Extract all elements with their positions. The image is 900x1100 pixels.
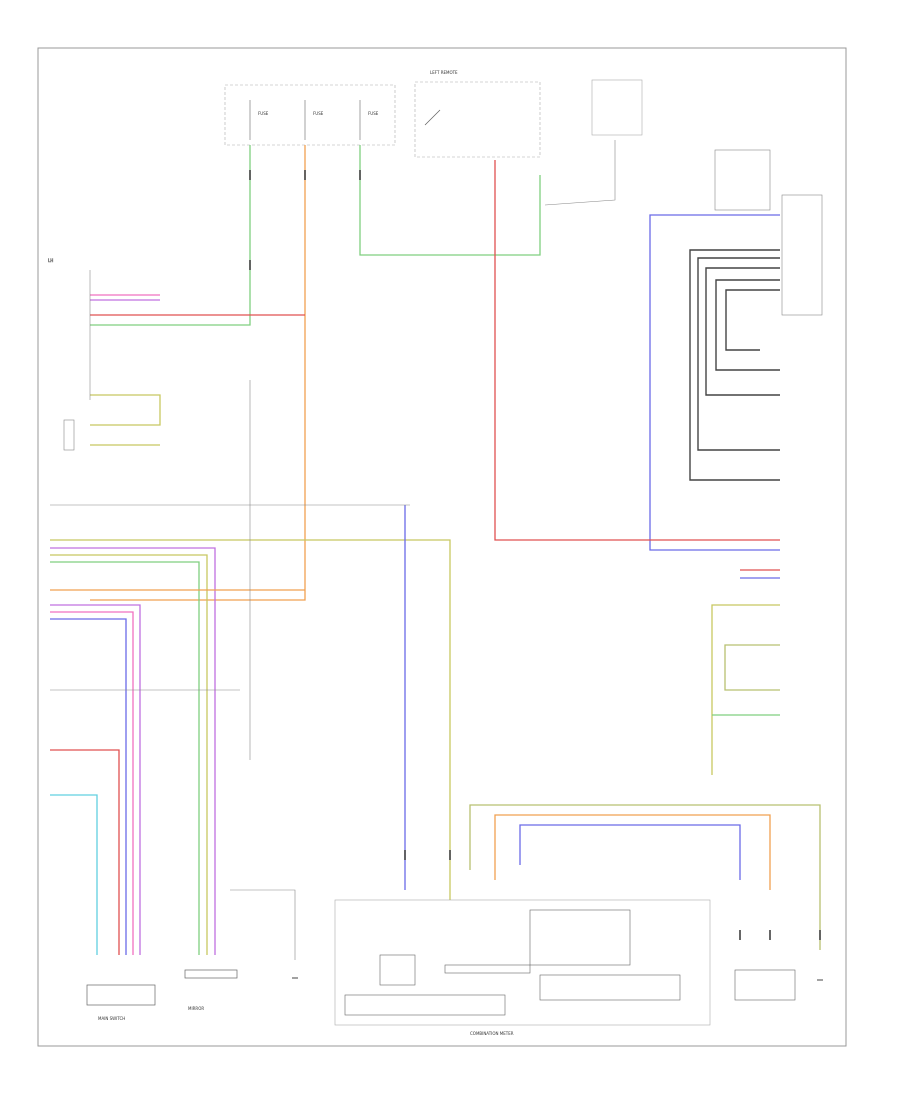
right-connector-block xyxy=(714,149,823,316)
wire-violet-left xyxy=(50,604,141,955)
wire-pink-left xyxy=(50,611,134,955)
wire-violet-long xyxy=(50,547,216,955)
wire-green-2 xyxy=(359,145,541,256)
fuse-box: FUSE FUSE FUSE xyxy=(224,84,396,146)
wire-yellow-1 xyxy=(90,394,161,426)
right-mirror-box xyxy=(734,969,796,1001)
mirror-relay-box: LEFT REMOTE xyxy=(414,70,541,158)
svg-text:LH: LH xyxy=(48,258,53,263)
relay-label: LEFT REMOTE xyxy=(430,70,458,75)
wire-olive-right xyxy=(724,644,780,691)
wire-red-left xyxy=(50,749,120,955)
left-switch xyxy=(63,419,75,451)
dcu-inner-1 xyxy=(344,994,506,1016)
terminal-marks xyxy=(249,170,821,940)
wire-yellow-right xyxy=(711,604,780,775)
main-switch-box xyxy=(86,984,156,1006)
wire-orange-bottom xyxy=(494,814,771,890)
door-control-unit-box xyxy=(334,899,711,1026)
mirror-switch-label: MIRROR xyxy=(188,1006,204,1011)
dcu-inner-4 xyxy=(379,954,416,986)
wire-green-1 xyxy=(90,145,251,326)
dcu-inner-3 xyxy=(529,909,631,966)
wire-olive-bottom xyxy=(469,804,821,950)
thin-lines xyxy=(50,140,616,960)
left-connector: LH xyxy=(48,258,91,400)
wires xyxy=(50,145,821,955)
comb-label: COMBINATION METER xyxy=(470,1031,514,1036)
right-harness xyxy=(689,249,780,481)
wire-blue-right xyxy=(649,214,780,551)
wire-red-long xyxy=(494,160,780,541)
top-right-box xyxy=(591,79,643,136)
wire-blue-left xyxy=(50,618,127,955)
wire-green-long xyxy=(50,561,200,955)
wire-cyan-left xyxy=(50,794,98,955)
mirror-switch-box xyxy=(184,969,238,979)
fuse-1-label: FUSE xyxy=(258,111,269,116)
fuse-2-label: FUSE xyxy=(313,111,324,116)
dcu-inner-5 xyxy=(444,964,531,974)
fuse-3-label: FUSE xyxy=(368,111,379,116)
diagram-border xyxy=(37,47,847,1047)
wire-orange-1 xyxy=(90,145,306,601)
main-switch-label: MAIN SWITCH xyxy=(98,1016,125,1021)
bottom-components: MAIN SWITCH MIRROR COMBINATION METER xyxy=(86,899,823,1036)
wire-yellow-long xyxy=(50,539,451,900)
wire-yellow-long2 xyxy=(50,554,208,955)
dcu-inner-2 xyxy=(539,974,681,1001)
wire-blue-bottom xyxy=(519,824,741,880)
